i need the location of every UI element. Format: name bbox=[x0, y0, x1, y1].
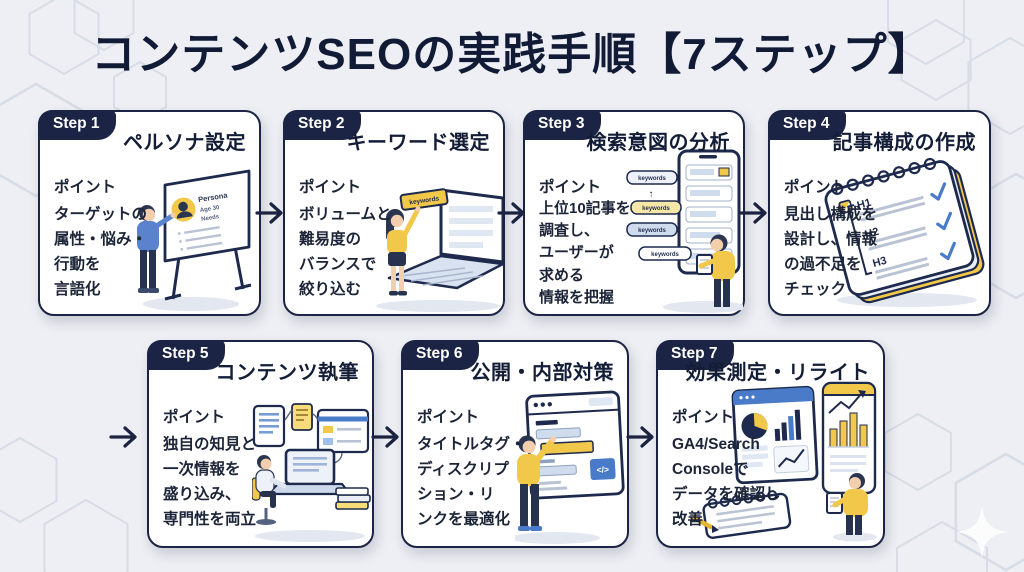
flow-arrow-icon bbox=[255, 202, 283, 224]
keyword-laptop-illustration: keywords bbox=[376, 188, 503, 312]
step3-point-text: 上位10記事を 調査し、 ユーザーが 求める 情報を把握 bbox=[539, 200, 631, 306]
step6-badge: Step 6 bbox=[401, 340, 479, 370]
svg-text:keywords: keywords bbox=[638, 176, 666, 182]
step6-point-text: タイトルタグ・ ディスクリプ ション・リ ンクを最適化 bbox=[417, 436, 526, 529]
step1-title: ペルソナ設定 bbox=[123, 132, 246, 154]
step1-point-label: ポイント bbox=[54, 179, 117, 196]
svg-text:H2: H2 bbox=[864, 226, 881, 241]
step4-title: 記事構成の作成 bbox=[832, 132, 976, 154]
step-card-5: Step 5 コンテンツ執筆 ポイント 独自の知見と 一次情報を 盛り込み、 専… bbox=[147, 340, 374, 548]
flow-arrow-icon bbox=[497, 202, 525, 224]
step2-point-label: ポイント bbox=[299, 179, 362, 196]
page-title: コンテンツSEOの実践手順【7ステップ】 bbox=[91, 30, 933, 79]
flow-arrow-icon bbox=[739, 202, 767, 224]
svg-text:keywords: keywords bbox=[638, 228, 666, 234]
step5-point-label: ポイント bbox=[163, 409, 226, 426]
step6-point-label: ポイント bbox=[417, 409, 480, 426]
step-card-1: Step 1 ペルソナ設定 ポイント ターゲットの 属性・悩み・ 行動を 言語化… bbox=[38, 110, 261, 316]
svg-text:↑: ↑ bbox=[649, 189, 654, 200]
step-card-2: Step 2 キーワード選定 ポイント ボリュームと 難易度の バランスで 絞り… bbox=[283, 110, 505, 316]
step-card-6: Step 6 公開・内部対策 ポイント タイトルタグ・ ディスクリプ ション・リ… bbox=[401, 340, 629, 548]
step3-title: 検索意図の分析 bbox=[586, 132, 730, 154]
svg-text:Age 30: Age 30 bbox=[200, 205, 221, 214]
sparkle-decoration bbox=[956, 506, 1008, 558]
content-writing-illustration bbox=[252, 403, 371, 542]
step-card-7: Step 7 効果測定・リライト ポイント GA4/Search Console… bbox=[656, 340, 885, 548]
step-card-4: Step 4 記事構成の作成 ポイント 見出し構成を 設計し、情報 の過不足を … bbox=[768, 110, 991, 316]
step4-badge: Step 4 bbox=[768, 110, 846, 140]
step7-badge: Step 7 bbox=[656, 340, 734, 370]
outline-notebook-illustration: H1 H2 H3 bbox=[824, 157, 985, 307]
search-intent-analysis-illustration: keywords ↑ keywords keywords keywords bbox=[626, 149, 743, 313]
step7-point-label: ポイント bbox=[672, 409, 735, 426]
flow-arrow-icon bbox=[109, 426, 137, 448]
flow-arrow-icon bbox=[371, 426, 399, 448]
step-card-3: Step 3 検索意図の分析 ポイント 上位10記事を 調査し、 ユーザーが 求… bbox=[523, 110, 745, 316]
step4-point-text: 見出し構成を 設計し、情報 の過不足を チェック bbox=[784, 206, 878, 299]
step5-point-text: 独自の知見と 一次情報を 盛り込み、 専門性を両立 bbox=[163, 436, 257, 529]
step4-point-label: ポイント bbox=[784, 179, 847, 196]
step1-badge: Step 1 bbox=[38, 110, 116, 140]
step5-title: コンテンツ執筆 bbox=[215, 362, 359, 384]
page-optimization-illustration: </> bbox=[515, 390, 625, 544]
svg-text:keywords: keywords bbox=[651, 252, 679, 258]
analytics-dashboard-illustration bbox=[691, 381, 877, 542]
svg-text:keywords: keywords bbox=[409, 195, 440, 206]
step2-title: キーワード選定 bbox=[346, 132, 490, 154]
step1-point-text: ターゲットの 属性・悩み・ 行動を 言語化 bbox=[54, 206, 148, 299]
svg-text:</>: </> bbox=[596, 464, 609, 475]
svg-text:H1: H1 bbox=[856, 197, 873, 212]
step2-point-text: ボリュームと 難易度の バランスで 絞り込む bbox=[299, 206, 392, 299]
step5-badge: Step 5 bbox=[147, 340, 225, 370]
flow-arrow-icon bbox=[626, 426, 654, 448]
svg-text:keywords: keywords bbox=[642, 206, 670, 212]
step2-badge: Step 2 bbox=[283, 110, 361, 140]
step3-point-label: ポイント bbox=[539, 179, 602, 196]
step6-title: 公開・内部対策 bbox=[470, 362, 614, 384]
persona-whiteboard-illustration: Persona Age 30 Needs bbox=[137, 169, 252, 311]
svg-text:H3: H3 bbox=[871, 255, 888, 270]
svg-text:Needs: Needs bbox=[201, 214, 220, 223]
step7-title: 効果測定・リライト bbox=[685, 362, 870, 384]
step7-point-text: GA4/Search Consoleで データを確認し 改善 bbox=[672, 436, 781, 529]
step3-badge: Step 3 bbox=[523, 110, 601, 140]
